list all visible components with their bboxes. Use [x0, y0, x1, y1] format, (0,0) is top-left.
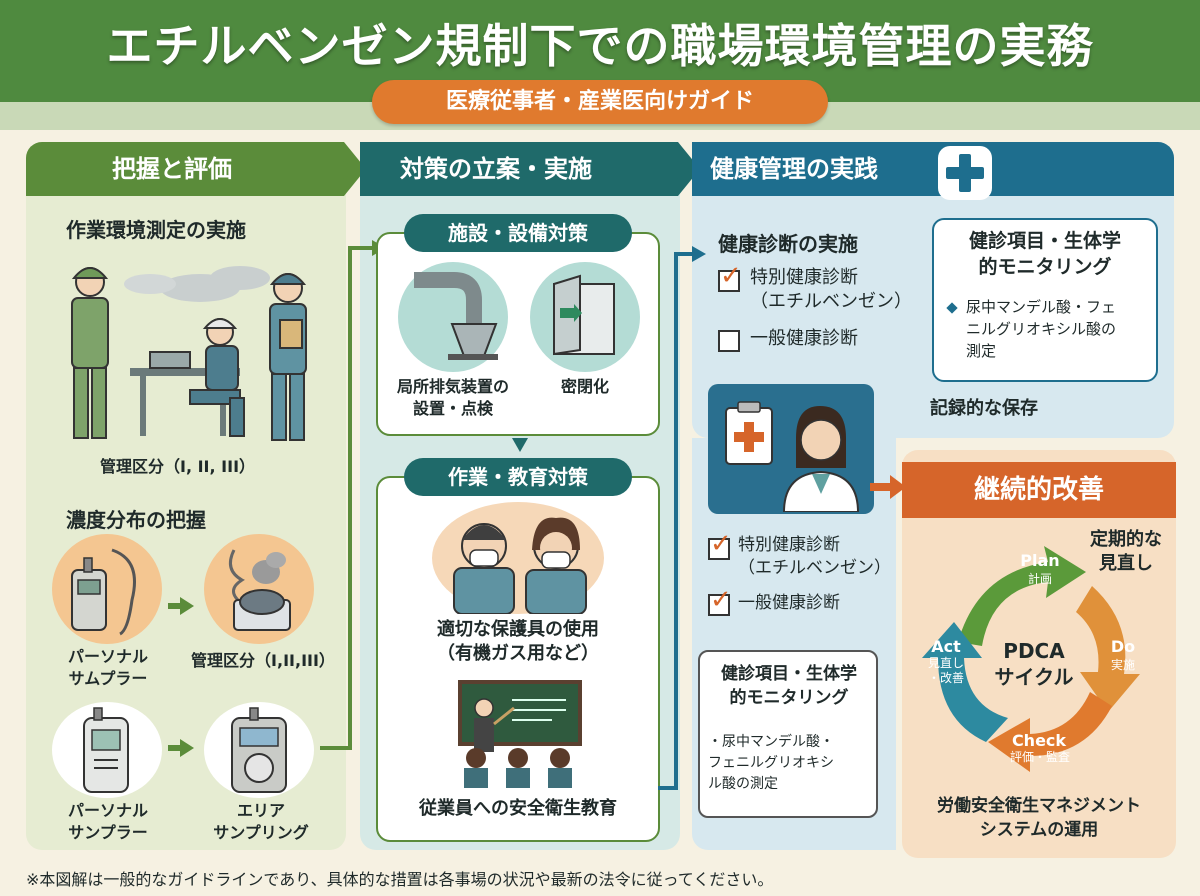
facility-title: 施設・設備対策	[404, 214, 632, 252]
monitoring-item: 尿中マンデル酸・フェニルグリオキシル酸の測定	[966, 298, 1117, 360]
special-exam-checkbox-2	[708, 538, 730, 560]
monitoring-title-2: 健診項目・生体学的モニタリング	[721, 664, 857, 708]
enclosure-label: 密閉化	[560, 377, 609, 396]
arrow-right-icon-2	[180, 739, 194, 757]
monitoring-box	[932, 218, 1158, 382]
monitoring-title: 健診項目・生体学的モニタリング	[968, 230, 1121, 278]
measurement-title: 作業環境測定の実施	[66, 218, 246, 242]
flow-connector-2	[658, 246, 706, 790]
special-exam-label-2: 特別健康診断（エチルベンゼン）	[738, 535, 891, 578]
records-label: 記録的な保存	[930, 398, 1038, 419]
pdca-act: Act	[931, 637, 961, 656]
checkmark-icon-3: ✓	[710, 585, 732, 615]
pdca-check: Check	[1011, 731, 1067, 750]
measurement-workers-illustration	[71, 266, 307, 441]
page-title: エチルベンゼン規制下での職場環境管理の実務	[106, 19, 1094, 73]
work-edu-title: 作業・教育対策	[404, 458, 632, 496]
arrow-to-improve	[870, 475, 906, 499]
footnote: ※本図解は一般的なガイドラインであり、具体的な措置は各事場の状況や最新の法令に従…	[26, 870, 774, 889]
monitoring-box-2	[698, 650, 878, 818]
gas-cloud-icon	[228, 549, 291, 631]
health-heading: 健康管理の実践	[692, 142, 1174, 196]
personal-sampler-2-icon	[83, 707, 129, 793]
pdca-cycle-diagram	[922, 546, 1140, 772]
pdca-check-jp: 評価・監査	[1009, 750, 1070, 764]
personal-sampler-label-1: パーソナルサムプラー	[67, 647, 148, 688]
personal-sampler-icon	[71, 548, 136, 636]
arrow-right-icon	[180, 597, 194, 615]
personal-sampler-label-2: パーソナルサンプラー	[67, 801, 148, 842]
header-chevron-1	[342, 160, 356, 180]
distribution-title: 濃度分布の把握	[66, 508, 206, 532]
arrow-shaft	[168, 603, 182, 609]
ppe-workers-illustration	[453, 517, 587, 614]
general-exam-label: 一般健康診断	[750, 328, 858, 349]
arrow-shaft-2	[168, 745, 182, 751]
subtitle-pill: 医療従事者・産業医向けガイド	[372, 80, 828, 124]
checkmark-icon-2: ✓	[710, 529, 732, 559]
special-exam-label: 特別健康診断（エチルベンゼン）	[750, 267, 912, 312]
pdca-act-jp: 見直し・改善	[927, 656, 964, 685]
area-sampling-label: エリアサンプリング	[213, 801, 309, 842]
checkup-title: 健康診断の実施	[718, 232, 858, 256]
doctor-illustration	[725, 401, 860, 512]
education-label: 従業員への安全衛生教育	[419, 798, 617, 819]
pdca-do: Do	[1110, 637, 1136, 656]
area-sampler-icon	[231, 707, 287, 793]
medical-cross-icon	[938, 146, 992, 200]
pdca-do-jp: 実施	[1110, 658, 1135, 672]
mgmt-class-label-1: 管理区分（I, II, III）	[100, 457, 256, 476]
education-illustration	[458, 680, 582, 788]
measures-heading: 対策の立案・実施	[360, 142, 700, 196]
mgmt-class-label-2: 管理区分（I,II,III）	[191, 651, 335, 670]
general-exam-checkbox-2	[708, 594, 730, 616]
checkmark-icon: ✓	[720, 261, 742, 291]
periodic-review-label: 定期的な見直し	[1090, 529, 1162, 574]
general-exam-checkbox	[718, 330, 740, 352]
pdca-plan-jp: 計画	[1027, 572, 1052, 586]
monitoring-item-2: ・尿中マンデル酸・フェニルグリオキシル酸の測定	[708, 734, 834, 792]
special-exam-checkbox	[718, 270, 740, 292]
pdca-plan: Plan	[1020, 551, 1060, 570]
enclosure-icon	[553, 274, 615, 356]
general-exam-label-2: 一般健康診断	[738, 593, 840, 613]
local-exhaust-label: 局所排気装置の設置・点検	[396, 377, 509, 418]
header-chevron-2	[676, 160, 690, 180]
improvement-heading: 継続的改善	[902, 462, 1176, 518]
oshms-label: 労働安全衛生マネジメントシステムの運用	[937, 796, 1141, 840]
local-exhaust-icon	[414, 272, 498, 360]
arrow-down-icon	[512, 438, 528, 452]
assess-heading: 把握と評価	[26, 142, 366, 196]
ppe-label: 適切な保護具の使用（有機ガス用など）	[437, 619, 599, 664]
